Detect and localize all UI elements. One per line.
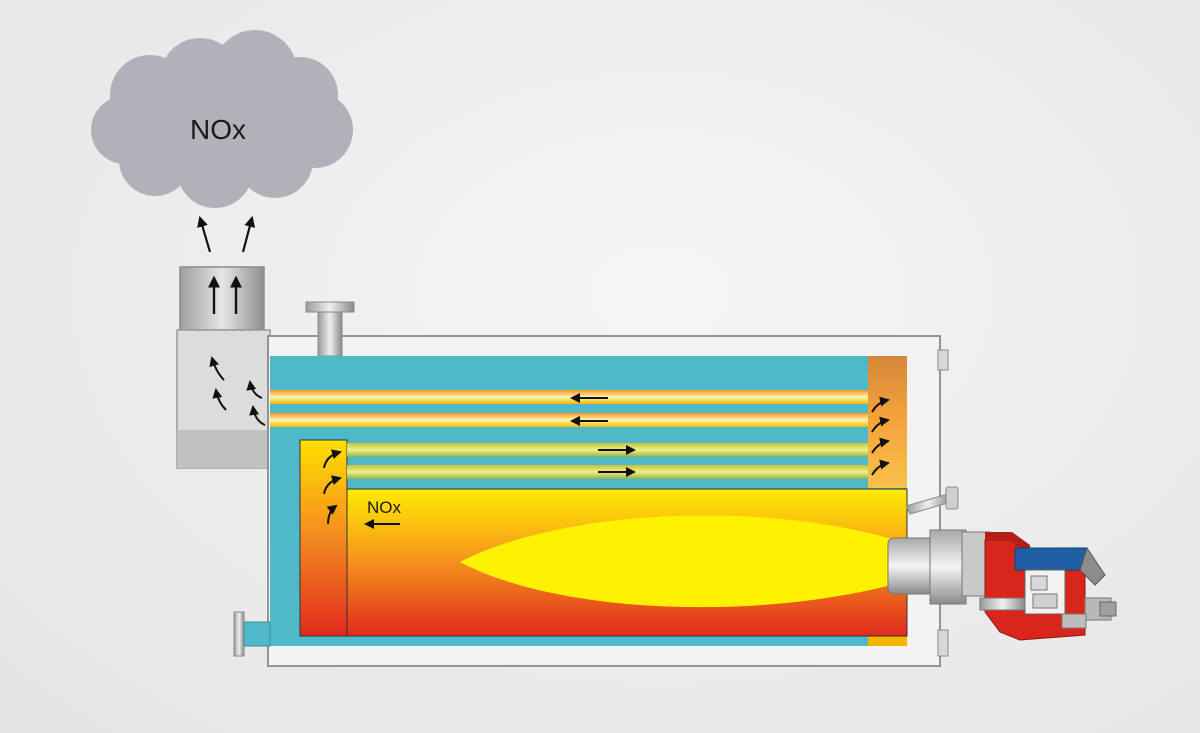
exhaust-arrows-out bbox=[197, 215, 256, 253]
smoke-box bbox=[176, 329, 271, 469]
arrow-icon bbox=[323, 449, 342, 469]
drain-nozzle bbox=[233, 611, 271, 657]
upper-flue-tubes bbox=[270, 390, 868, 427]
burner-pipe bbox=[905, 486, 959, 515]
arrow-icon bbox=[241, 215, 256, 253]
burner-icon bbox=[887, 529, 1117, 641]
arrow-icon bbox=[871, 459, 890, 476]
chimney bbox=[179, 266, 265, 331]
furnace-nox-label: NOx bbox=[367, 498, 402, 517]
arrow-icon bbox=[197, 215, 212, 253]
arrow-icon bbox=[246, 380, 263, 399]
arrow-icon bbox=[209, 356, 225, 381]
flue-gas-flow-arrows bbox=[323, 393, 890, 529]
steam-nozzle bbox=[305, 301, 355, 357]
cloud-icon bbox=[91, 30, 353, 208]
arrow-icon bbox=[871, 437, 890, 454]
arrow-icon bbox=[323, 475, 342, 495]
arrow-icon bbox=[249, 405, 266, 426]
arrow-icon bbox=[212, 388, 227, 411]
front-reversal-chamber bbox=[299, 439, 348, 637]
rear-reversal-chamber bbox=[868, 356, 907, 488]
arrow-icon bbox=[871, 416, 890, 433]
cloud-nox-label: NOx bbox=[190, 114, 246, 145]
nox-cloud: NOx bbox=[91, 30, 353, 208]
arrow-icon bbox=[326, 504, 338, 525]
arrow-icon bbox=[871, 396, 890, 413]
flame-icon bbox=[460, 515, 895, 608]
